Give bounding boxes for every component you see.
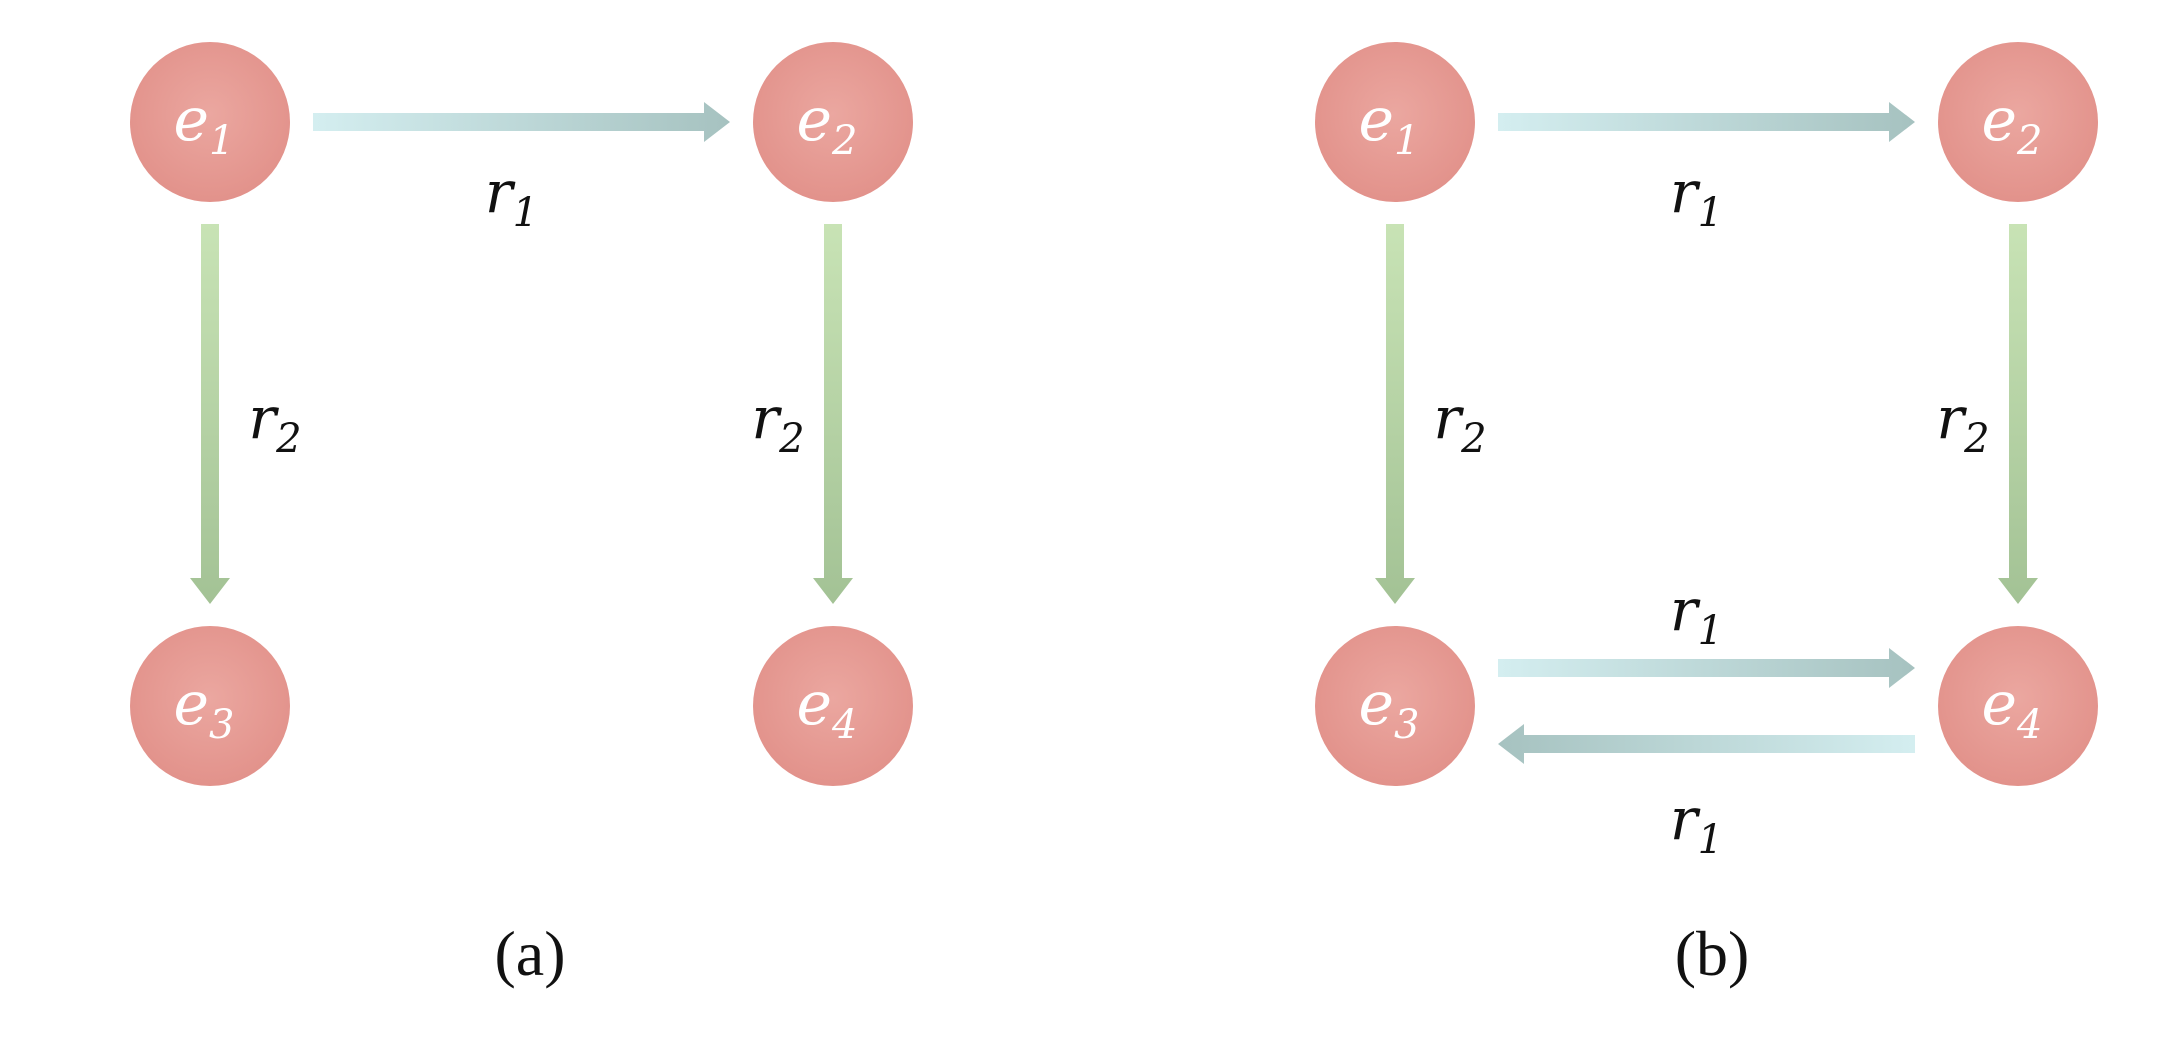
edge-arrow-e2-e4 [1998, 224, 2038, 604]
node-e3: e3 [130, 626, 290, 786]
edge-arrow-e2-e4 [813, 224, 853, 604]
node-circle [753, 42, 913, 202]
edge-label-e4-e3: r1 [1670, 785, 1723, 863]
edge-label-e1-e3: r2 [248, 384, 301, 462]
node-e3: e3 [1315, 626, 1475, 786]
edge-arrow-e3-e4 [1498, 648, 1915, 688]
panel-b: r1 r2 r2 r1 r1 e1 e2 e3 e4 (b) [1315, 42, 2098, 989]
node-label-e3: e3 [174, 669, 235, 748]
node-label-e1: e1 [174, 85, 235, 164]
node-circle [1938, 626, 2098, 786]
edge-arrow-e4-e3 [1498, 724, 1915, 764]
panel-a: r1 r2 r2 e1 e2 e3 e4 (a) [130, 42, 913, 989]
edge-label-e1-e2: r1 [485, 158, 538, 236]
panel-caption: (a) [494, 918, 565, 989]
node-label-e1: e1 [1359, 85, 1420, 164]
node-e4: e4 [1938, 626, 2098, 786]
node-circle [753, 626, 913, 786]
edge-arrow-e1-e2 [1498, 102, 1915, 142]
node-label-e2: e2 [797, 85, 858, 164]
edge-label-e2-e4: r2 [1936, 384, 1989, 462]
node-e2: e2 [1938, 42, 2098, 202]
node-label-e4: e4 [1982, 669, 2043, 748]
edge-arrow-e1-e3 [1375, 224, 1415, 604]
edge-label-e1-e3: r2 [1433, 384, 1486, 462]
node-e2: e2 [753, 42, 913, 202]
edge-label-e2-e4: r2 [751, 384, 804, 462]
node-circle [130, 42, 290, 202]
node-e1: e1 [130, 42, 290, 202]
edge-label-e1-e2: r1 [1670, 158, 1723, 236]
node-circle [1938, 42, 2098, 202]
node-label-e2: e2 [1982, 85, 2043, 164]
node-label-e3: e3 [1359, 669, 1420, 748]
node-circle [130, 626, 290, 786]
node-circle [1315, 42, 1475, 202]
node-e4: e4 [753, 626, 913, 786]
edge-arrow-e1-e3 [190, 224, 230, 604]
edge-arrow-e1-e2 [313, 102, 730, 142]
panel-caption: (b) [1675, 918, 1750, 989]
node-circle [1315, 626, 1475, 786]
node-label-e4: e4 [797, 669, 858, 748]
edge-label-e3-e4: r1 [1670, 576, 1723, 654]
node-e1: e1 [1315, 42, 1475, 202]
